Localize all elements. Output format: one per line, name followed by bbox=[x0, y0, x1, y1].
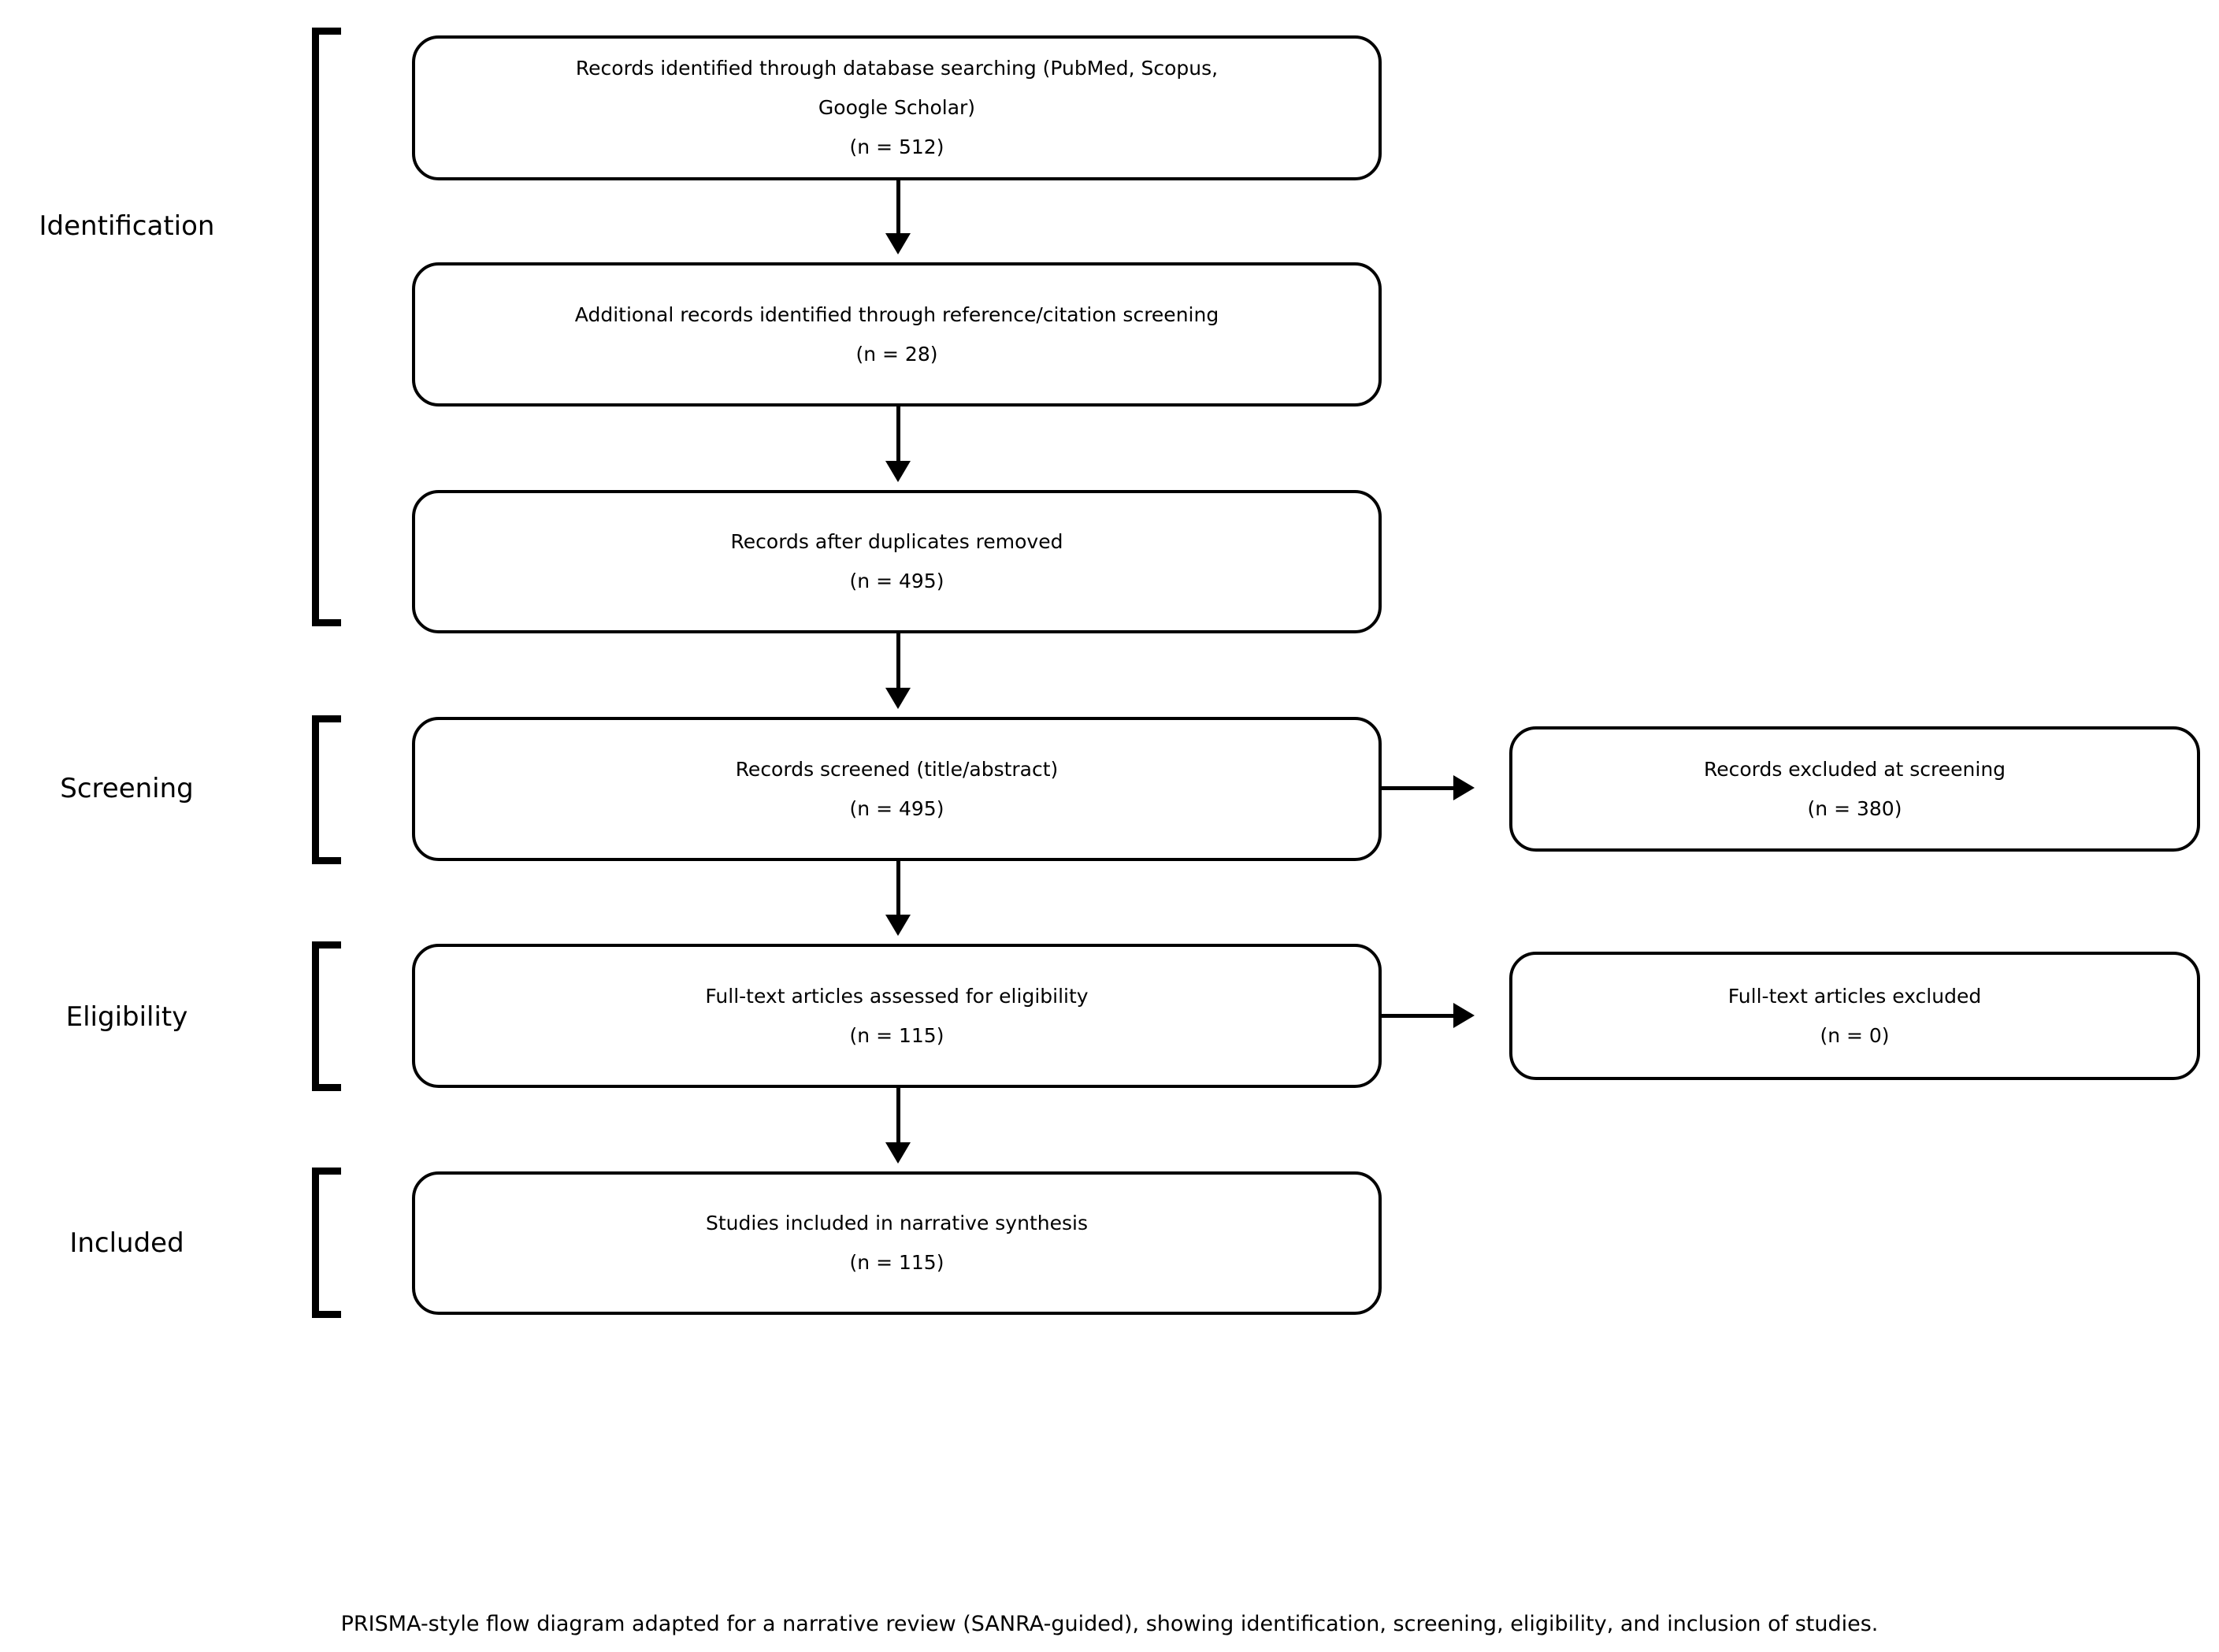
bracket-identification bbox=[312, 28, 341, 626]
box-count: (n = 115) bbox=[849, 1023, 944, 1047]
figure-caption: PRISMA-style flow diagram adapted for a … bbox=[340, 1612, 1879, 1636]
arrow-shaft bbox=[896, 633, 900, 690]
box-text-line: Records excluded at screening bbox=[1703, 757, 2006, 781]
box-count: (n = 495) bbox=[849, 796, 944, 820]
stage-label-included: Included bbox=[69, 1227, 184, 1259]
box-studies-included: Studies included in narrative synthesis … bbox=[412, 1171, 1382, 1315]
down-arrowhead-icon bbox=[885, 688, 911, 709]
box-text-line: Records after duplicates removed bbox=[730, 530, 1063, 553]
right-arrow-connector-screening bbox=[1381, 775, 1475, 800]
box-text-line: Studies included in narrative synthesis bbox=[706, 1212, 1088, 1234]
box-records-screened: Records screened (title/abstract) (n = 4… bbox=[412, 717, 1382, 861]
box-count: (n = 28) bbox=[855, 342, 938, 366]
box-text-line: Records identified through database sear… bbox=[575, 57, 1219, 80]
down-arrowhead-icon bbox=[885, 915, 911, 936]
arrow-shaft bbox=[1381, 786, 1456, 790]
arrow-shaft bbox=[896, 180, 900, 236]
down-arrow-connector-5 bbox=[885, 1087, 911, 1164]
right-arrow-connector-eligibility bbox=[1381, 1003, 1475, 1028]
down-arrowhead-icon bbox=[885, 1142, 911, 1164]
box-fulltext-assessed: Full-text articles assessed for eligibil… bbox=[412, 944, 1382, 1088]
down-arrow-connector-3 bbox=[885, 633, 911, 709]
box-count: (n = 115) bbox=[849, 1251, 944, 1274]
box-fulltext-excluded: Full-text articles excluded (n = 0) bbox=[1509, 952, 2200, 1080]
bracket-included bbox=[312, 1168, 341, 1318]
box-records-identified: Records identified through database sear… bbox=[412, 35, 1382, 180]
box-text-line: Full-text articles excluded bbox=[1727, 984, 1982, 1008]
down-arrow-connector-2 bbox=[885, 406, 911, 482]
box-text-line: Additional records identified through re… bbox=[574, 303, 1219, 326]
box-text-line: Google Scholar) bbox=[818, 96, 976, 119]
down-arrowhead-icon bbox=[885, 461, 911, 482]
box-count: (n = 380) bbox=[1807, 796, 1902, 820]
box-count: (n = 0) bbox=[1820, 1023, 1890, 1047]
box-text-line: Records screened (title/abstract) bbox=[735, 757, 1059, 781]
box-records-excluded: Records excluded at screening (n = 380) bbox=[1509, 726, 2200, 852]
arrow-shaft bbox=[896, 406, 900, 463]
arrow-shaft bbox=[896, 1087, 900, 1145]
down-arrowhead-icon bbox=[885, 233, 911, 254]
right-arrowhead-icon bbox=[1453, 775, 1475, 800]
bracket-eligibility bbox=[312, 941, 341, 1091]
stage-label-screening: Screening bbox=[60, 773, 194, 804]
stage-label-eligibility: Eligibility bbox=[65, 1001, 188, 1033]
box-text-line: Full-text articles assessed for eligibil… bbox=[705, 984, 1089, 1008]
arrow-shaft bbox=[896, 860, 900, 917]
box-count: (n = 495) bbox=[849, 570, 944, 592]
box-count: (n = 512) bbox=[849, 136, 944, 158]
arrow-shaft bbox=[1381, 1014, 1456, 1018]
bracket-screening bbox=[312, 715, 341, 864]
down-arrow-connector-1 bbox=[885, 180, 911, 254]
stage-label-identification: Identification bbox=[39, 210, 215, 242]
down-arrow-connector-4 bbox=[885, 860, 911, 936]
right-arrowhead-icon bbox=[1453, 1003, 1475, 1028]
box-additional-records: Additional records identified through re… bbox=[412, 262, 1382, 407]
box-duplicates-removed: Records after duplicates removed (n = 49… bbox=[412, 490, 1382, 633]
